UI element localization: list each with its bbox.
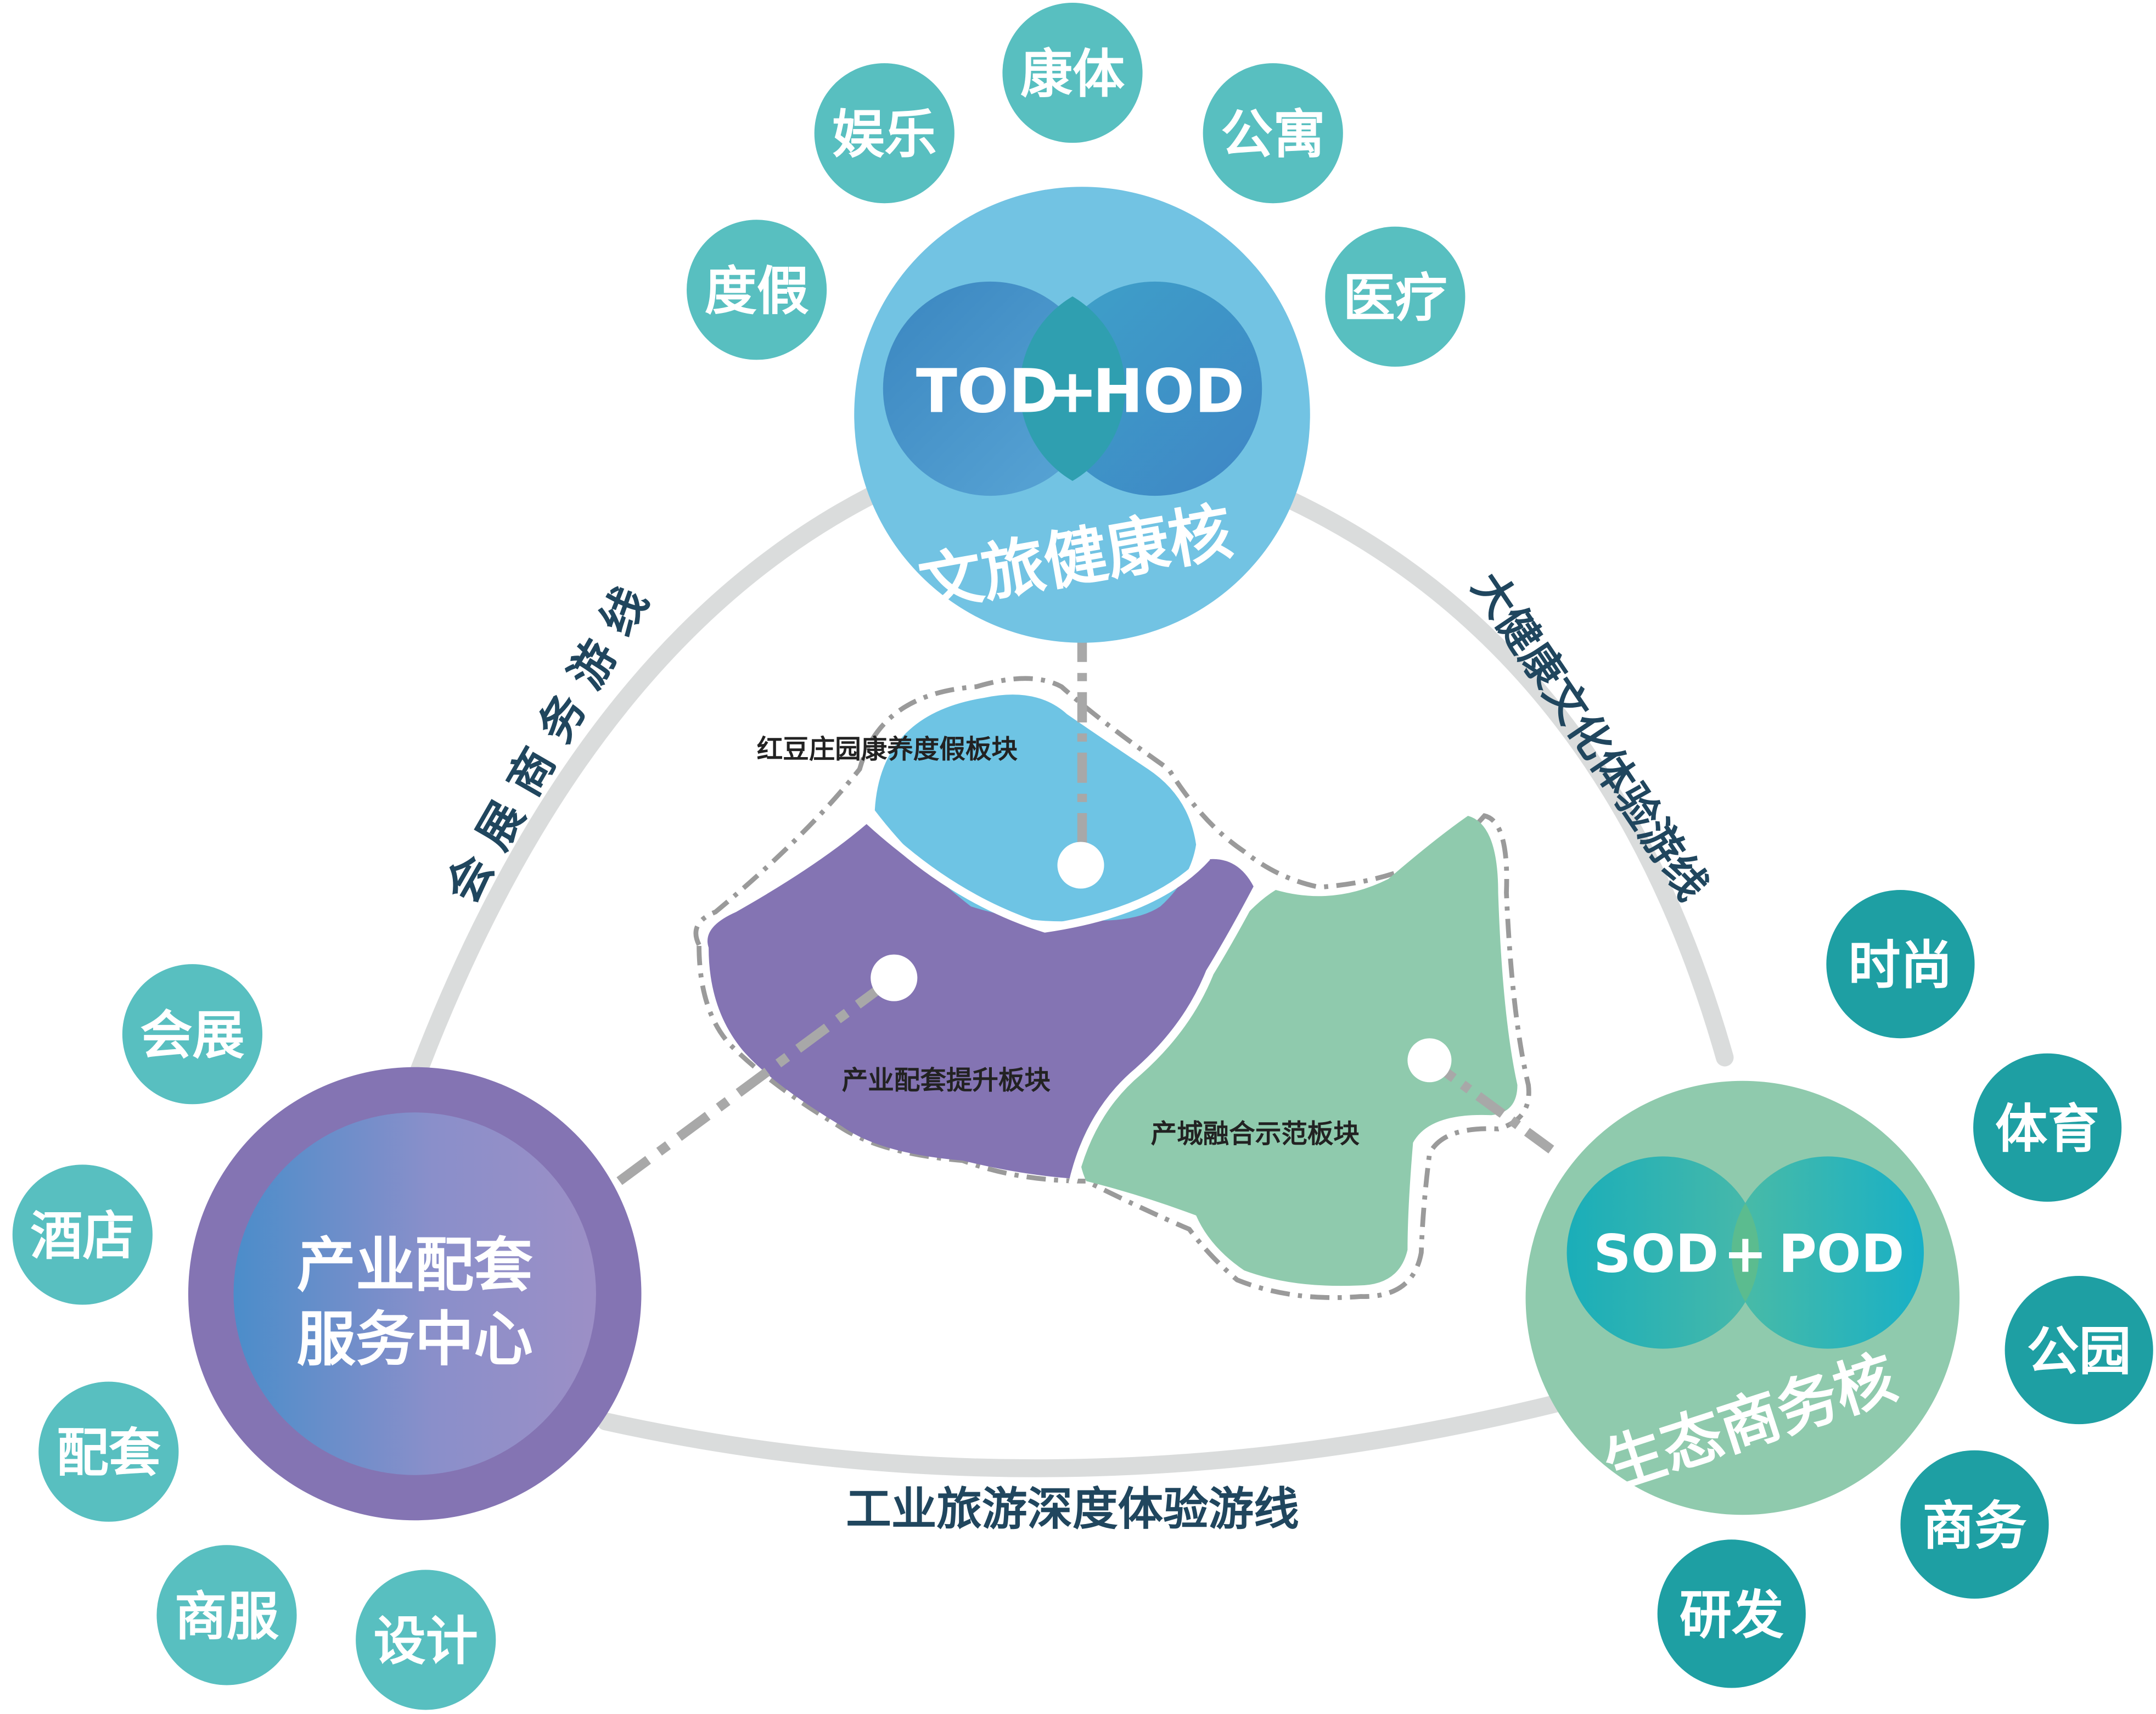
satellite-circle (1826, 890, 1975, 1039)
node-green (1407, 1038, 1452, 1083)
node-purple (871, 954, 918, 1001)
satellite-circle (1325, 226, 1466, 367)
core-right-venn-right (1731, 1156, 1924, 1349)
satellites-left: 会展 酒店 配套 商服 设计 (12, 964, 496, 1710)
satellite-label: 体育 (1995, 1099, 2099, 1160)
satellite-label: 康体 (1020, 44, 1125, 105)
zone-green (1079, 815, 1518, 1286)
core-left-line-2: 服务中心 (297, 1306, 533, 1374)
satellite-circle (1657, 1539, 1806, 1688)
satellite-circle (12, 1164, 153, 1305)
route-arc-right (1269, 485, 1734, 1067)
satellite-circle (1973, 1053, 2122, 1202)
satellite-label: 公园 (2027, 1321, 2131, 1382)
core-right-venn-left (1567, 1156, 1759, 1349)
core-left-line-1: 产业配套 (297, 1231, 534, 1300)
satellite-label: 配套 (57, 1423, 161, 1483)
core-left: 产业配套 服务中心 (188, 1067, 642, 1521)
satellite-label: 商务 (1922, 1496, 2026, 1556)
satellite-label: 会展 (140, 1006, 244, 1066)
route-label-left: 会展商务游线 (436, 564, 667, 912)
satellite-circle (1002, 3, 1143, 143)
core-top-code-1: TOD (916, 356, 1059, 426)
zone-map (693, 676, 1531, 1300)
route-arc-bottom (597, 1392, 1576, 1477)
zone-outline-west (693, 676, 1531, 1300)
satellite-circle (356, 1570, 496, 1710)
satellite-label: 娱乐 (832, 105, 936, 165)
zone-label-purple: 产业配套提升板块 (842, 1066, 1051, 1096)
core-right-venn-overlap (1731, 1203, 1759, 1302)
satellite-label: 酒店 (30, 1206, 134, 1267)
satellite-label: 度假 (705, 261, 809, 322)
zone-label-blue: 红豆庄园康养度假板块 (757, 735, 1018, 765)
satellite-circle (38, 1381, 179, 1522)
spoke-lines (616, 631, 1556, 1185)
core-top-plus: + (1047, 356, 1098, 426)
satellite-label: 研发 (1680, 1585, 1784, 1645)
route-arc-left (404, 485, 883, 1094)
spoke-left (616, 974, 897, 1185)
core-top-venn-overlap (1019, 296, 1126, 481)
core-right: SOD + POD 生态商务核 (1525, 1080, 1960, 1515)
route-label-right: 大健康文化体验游线 (1462, 564, 1717, 909)
route-label-bottom: 工业旅游深度体验游线 (846, 1483, 1299, 1536)
zone-blue (874, 694, 1197, 922)
core-top-code-2: HOD (1093, 356, 1245, 426)
satellite-circle (687, 220, 827, 360)
core-right-code-2: POD (1778, 1224, 1904, 1284)
satellite-label: 设计 (374, 1611, 478, 1672)
zone-label-green: 产城融合示范板块 (1151, 1119, 1360, 1149)
satellite-circle (156, 1545, 297, 1685)
core-left-inner (233, 1112, 596, 1475)
core-right-plus: + (1723, 1224, 1767, 1284)
satellite-label: 商服 (175, 1587, 279, 1647)
satellite-circle (122, 964, 263, 1105)
route-connectors (404, 485, 1734, 1477)
satellites-top: 度假 娱乐 康体 公寓 医疗 (687, 3, 1466, 367)
core-right-code-1: SOD (1593, 1224, 1719, 1284)
spoke-right (1427, 1056, 1556, 1155)
satellite-circle (814, 63, 955, 204)
satellite-label: 时尚 (1848, 936, 1952, 996)
satellite-circle (1203, 63, 1343, 204)
zone-nodes (871, 842, 1452, 1083)
satellite-label: 医疗 (1343, 268, 1447, 328)
zone-border-purple-green (1068, 882, 1263, 1185)
core-top: TOD + HOD 文旅健康核 (854, 187, 1310, 643)
satellite-label: 公寓 (1221, 105, 1325, 165)
zone-border-blue-purple (866, 815, 1210, 933)
node-blue (1057, 842, 1104, 889)
satellites-right: 时尚 体育 公园 商务 研发 (1657, 890, 2153, 1688)
satellite-circle (2005, 1275, 2153, 1425)
satellite-circle (1900, 1450, 2049, 1599)
